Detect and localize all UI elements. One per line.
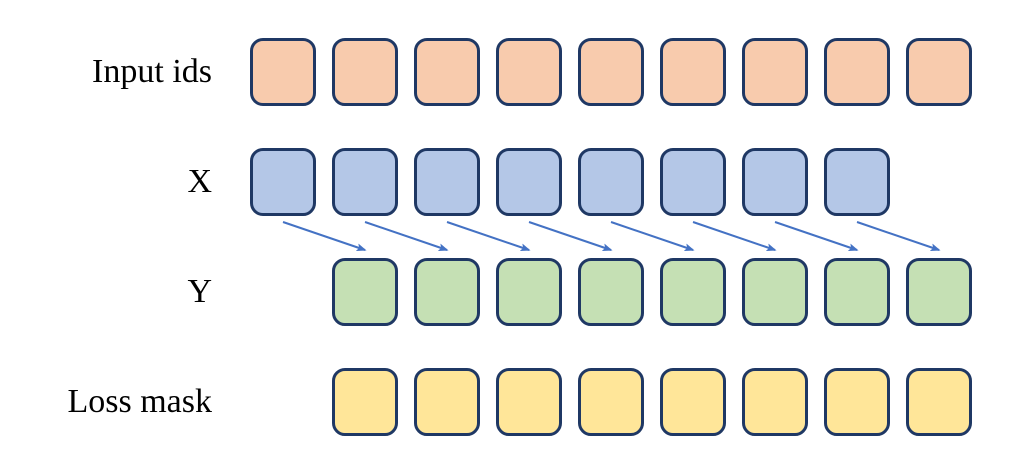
row-label-x: X [187, 163, 212, 200]
shift-arrow [282, 221, 367, 252]
token-cell-loss-mask [824, 368, 890, 436]
token-row-input-ids [250, 38, 972, 106]
token-cell-loss-mask [742, 368, 808, 436]
token-cell-x [332, 148, 398, 216]
row-label-input-ids: Input ids [92, 53, 212, 90]
token-cell-loss-mask [578, 368, 644, 436]
token-cell-loss-mask [332, 368, 398, 436]
token-cell-y [332, 258, 398, 326]
token-row-x [250, 148, 890, 216]
token-cell-input-ids [906, 38, 972, 106]
token-cell-y [660, 258, 726, 326]
token-cell-x [742, 148, 808, 216]
token-cell-y [906, 258, 972, 326]
token-cell-input-ids [250, 38, 316, 106]
token-cell-loss-mask [414, 368, 480, 436]
token-cell-x [250, 148, 316, 216]
token-cell-y [578, 258, 644, 326]
token-cell-x [824, 148, 890, 216]
token-cell-input-ids [578, 38, 644, 106]
token-cell-y [742, 258, 808, 326]
token-cell-y [496, 258, 562, 326]
token-cell-loss-mask [906, 368, 972, 436]
shift-arrow [364, 221, 449, 252]
token-cell-input-ids [414, 38, 480, 106]
row-label-y: Y [187, 273, 212, 310]
shift-arrow [692, 221, 777, 252]
token-cell-x [414, 148, 480, 216]
row-label-loss-mask: Loss mask [67, 383, 213, 420]
token-cell-x [660, 148, 726, 216]
shift-arrow [774, 221, 859, 252]
token-cell-input-ids [332, 38, 398, 106]
token-cell-input-ids [824, 38, 890, 106]
token-cell-y [414, 258, 480, 326]
token-cell-input-ids [660, 38, 726, 106]
token-row-y [332, 258, 972, 326]
token-cell-input-ids [496, 38, 562, 106]
token-cell-x [496, 148, 562, 216]
token-cell-x [578, 148, 644, 216]
token-row-loss-mask [332, 368, 972, 436]
token-cell-loss-mask [660, 368, 726, 436]
token-cell-input-ids [742, 38, 808, 106]
shift-arrow [856, 221, 941, 252]
shift-arrow [610, 221, 695, 252]
shift-arrow [446, 221, 531, 252]
token-cell-y [824, 258, 890, 326]
token-cell-loss-mask [496, 368, 562, 436]
shift-arrow [528, 221, 613, 252]
